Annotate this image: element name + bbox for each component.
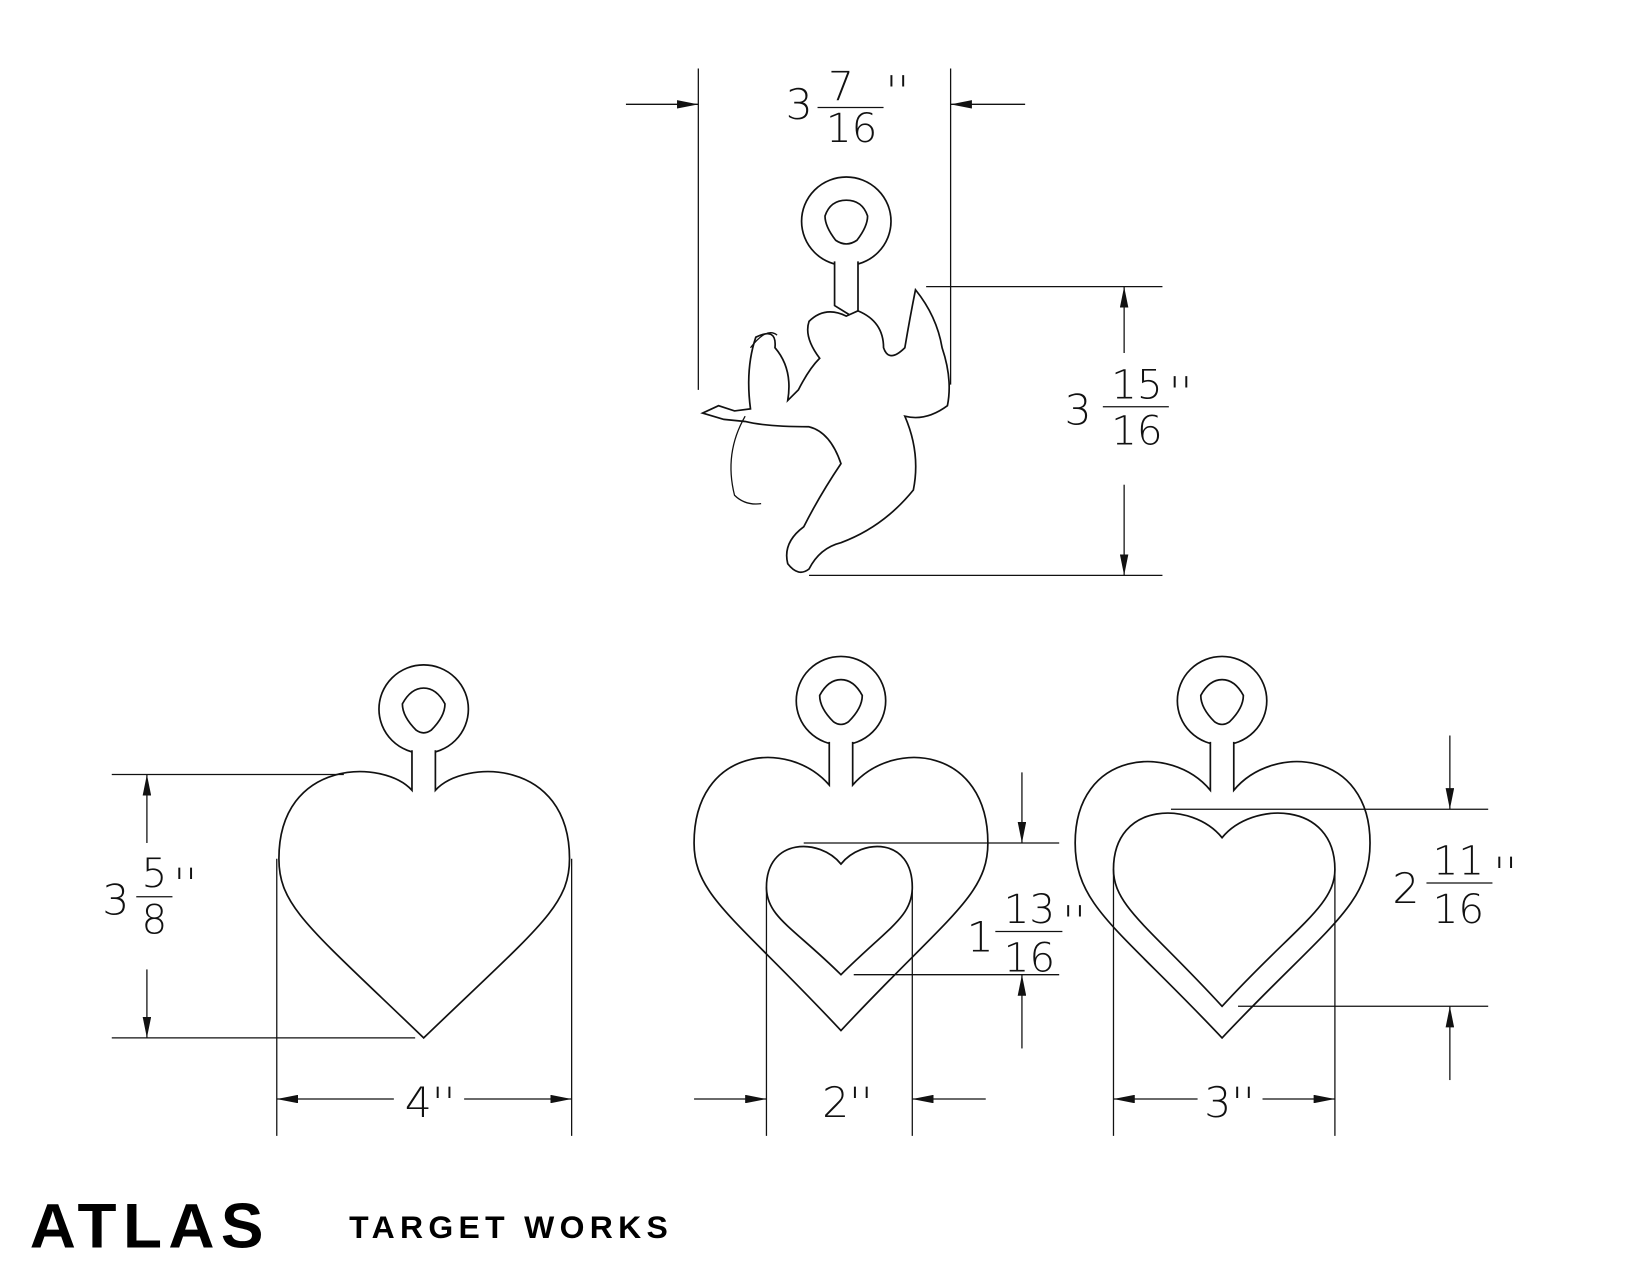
heart-medium-cutout-target: [1074, 655, 1371, 1040]
dim-whole: 3: [1065, 386, 1092, 435]
dim-whole: 3: [786, 80, 813, 129]
dim-numerator: 11: [1433, 839, 1484, 885]
dim-unit: '': [886, 67, 909, 116]
dim-width: 3'': [1204, 1078, 1255, 1127]
atlas-logo: ATLAS TARGET WORKS: [30, 1191, 673, 1262]
dim-unit: '': [1169, 368, 1192, 417]
dim-numerator: 5: [141, 851, 167, 897]
dim-denominator: 16: [1111, 409, 1162, 455]
dim-width: 4'': [405, 1078, 456, 1127]
dim-denominator: 16: [1433, 887, 1484, 933]
heart-small-cutout-target: [693, 655, 989, 1032]
dim-numerator: 7: [828, 64, 854, 110]
logo-brand: ATLAS: [30, 1191, 270, 1262]
dim-numerator: 15: [1111, 362, 1162, 408]
heart-large-target: [278, 664, 571, 1040]
heart-large-dimensions: 3 5 8 '' 4'': [102, 773, 573, 1136]
dim-whole: 3: [102, 876, 129, 925]
dim-unit: '': [1494, 848, 1517, 897]
heart-small-cutout-dimensions: 1 13 16 '' 2'': [694, 772, 1086, 1136]
dim-numerator: 13: [1004, 887, 1055, 933]
cupid-height-dimension: 3 15 16 '': [809, 285, 1192, 576]
cupid-width-dimension: 3 7 16 '': [625, 64, 1026, 390]
dim-whole: 2: [1392, 864, 1419, 913]
cupid-target: [700, 176, 951, 574]
logo-tagline: TARGET WORKS: [349, 1209, 673, 1245]
dim-denominator: 8: [141, 898, 167, 944]
dim-denominator: 16: [1004, 936, 1055, 982]
dim-unit: '': [1062, 897, 1085, 946]
heart-medium-cutout-dimensions: 2 11 16 '' 3'': [1112, 735, 1517, 1136]
dim-unit: '': [174, 859, 197, 908]
dim-whole: 1: [967, 913, 994, 962]
dim-denominator: 16: [826, 106, 877, 152]
dim-width: 2'': [822, 1078, 873, 1127]
